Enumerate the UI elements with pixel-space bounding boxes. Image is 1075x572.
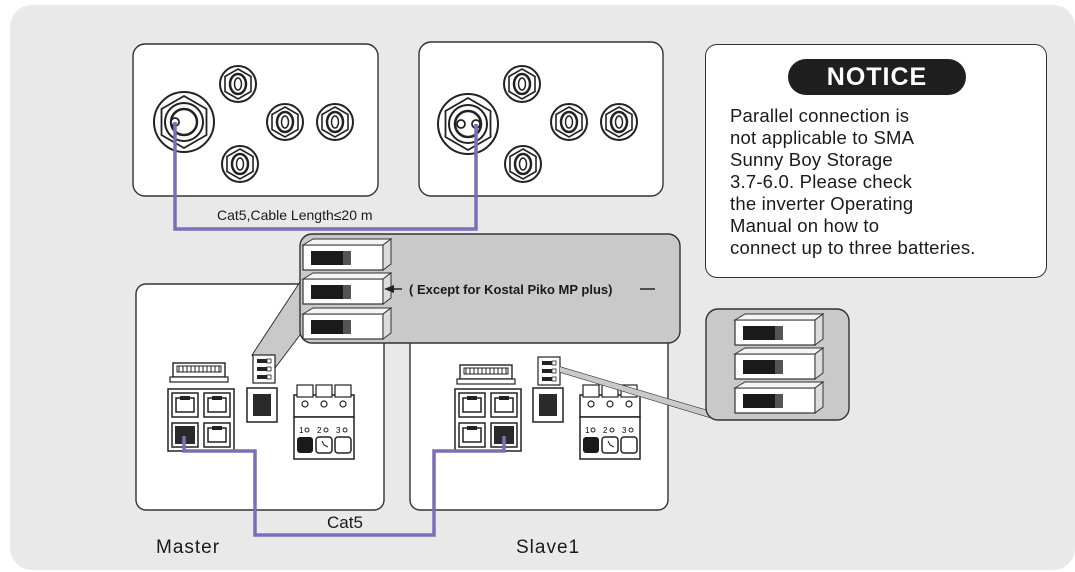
- slave-dip-switch-1: [734, 313, 824, 346]
- notice-text: Parallel connection is not applicable to…: [730, 105, 1045, 259]
- slave-rj45-port-1: [458, 392, 486, 418]
- master-signal-connector: [169, 362, 229, 383]
- notice-box: NOTICE Parallel connection is not applic…: [705, 44, 1047, 278]
- slave-signal-connector: [456, 364, 516, 385]
- dip-switch-1: [302, 238, 392, 271]
- master-gland-panel: [132, 43, 379, 197]
- dip-switch-3: [302, 307, 392, 340]
- master-cable-gland-big: [152, 90, 216, 154]
- slave-cable-gland-1: [502, 64, 542, 104]
- slave-cable-gland-4: [503, 144, 543, 184]
- notice-line: the inverter Operating: [730, 193, 914, 214]
- notice-line: 3.7-6.0. Please check: [730, 171, 913, 192]
- top-cat5-cable: [173, 122, 478, 231]
- master-rj45-port-1: [171, 392, 199, 418]
- notice-line: Sunny Boy Storage: [730, 149, 893, 170]
- slave-gland-panel: [418, 41, 664, 197]
- master-cable-gland-1: [218, 64, 258, 104]
- slave-cable-gland-big: [436, 92, 500, 156]
- master-rj45-port-4: [203, 422, 231, 448]
- notice-line: Parallel connection is: [730, 105, 910, 126]
- master-cable-gland-2: [265, 102, 305, 142]
- master-cable-gland-4: [220, 144, 260, 184]
- top-cable-label: Cat5,Cable Length≤20 m: [217, 207, 373, 223]
- master-mini-dip-switch: [252, 354, 276, 384]
- slave-rj45-port-3: [458, 422, 486, 448]
- master-terminal-block: [293, 384, 355, 460]
- notice-line: not applicable to SMA: [730, 127, 915, 148]
- bottom-cable-label: Cat5: [327, 513, 363, 532]
- notice-title: NOTICE: [788, 59, 966, 95]
- slave-dip-switch-2: [734, 347, 824, 380]
- slave-terminal-block: [579, 384, 641, 460]
- notice-line: connect up to three batteries.: [730, 237, 976, 258]
- slave-label: Slave1: [516, 537, 580, 558]
- slave-cable-gland-2: [549, 102, 589, 142]
- notice-line: Manual on how to: [730, 215, 880, 236]
- dip-switch-2: [302, 272, 392, 305]
- slave-rj45-port-2: [490, 392, 518, 418]
- slave-mini-dip-switch: [537, 356, 561, 386]
- master-cable-gland-3: [315, 102, 355, 142]
- bottom-cat5-cable: [182, 436, 506, 537]
- master-rj45-port-2: [203, 392, 231, 418]
- master-label: Master: [156, 537, 220, 558]
- except-label: ( Except for Kostal Piko MP plus): [409, 282, 612, 297]
- slave-cable-gland-3: [599, 102, 639, 142]
- slave-dip-switch-3: [734, 381, 824, 414]
